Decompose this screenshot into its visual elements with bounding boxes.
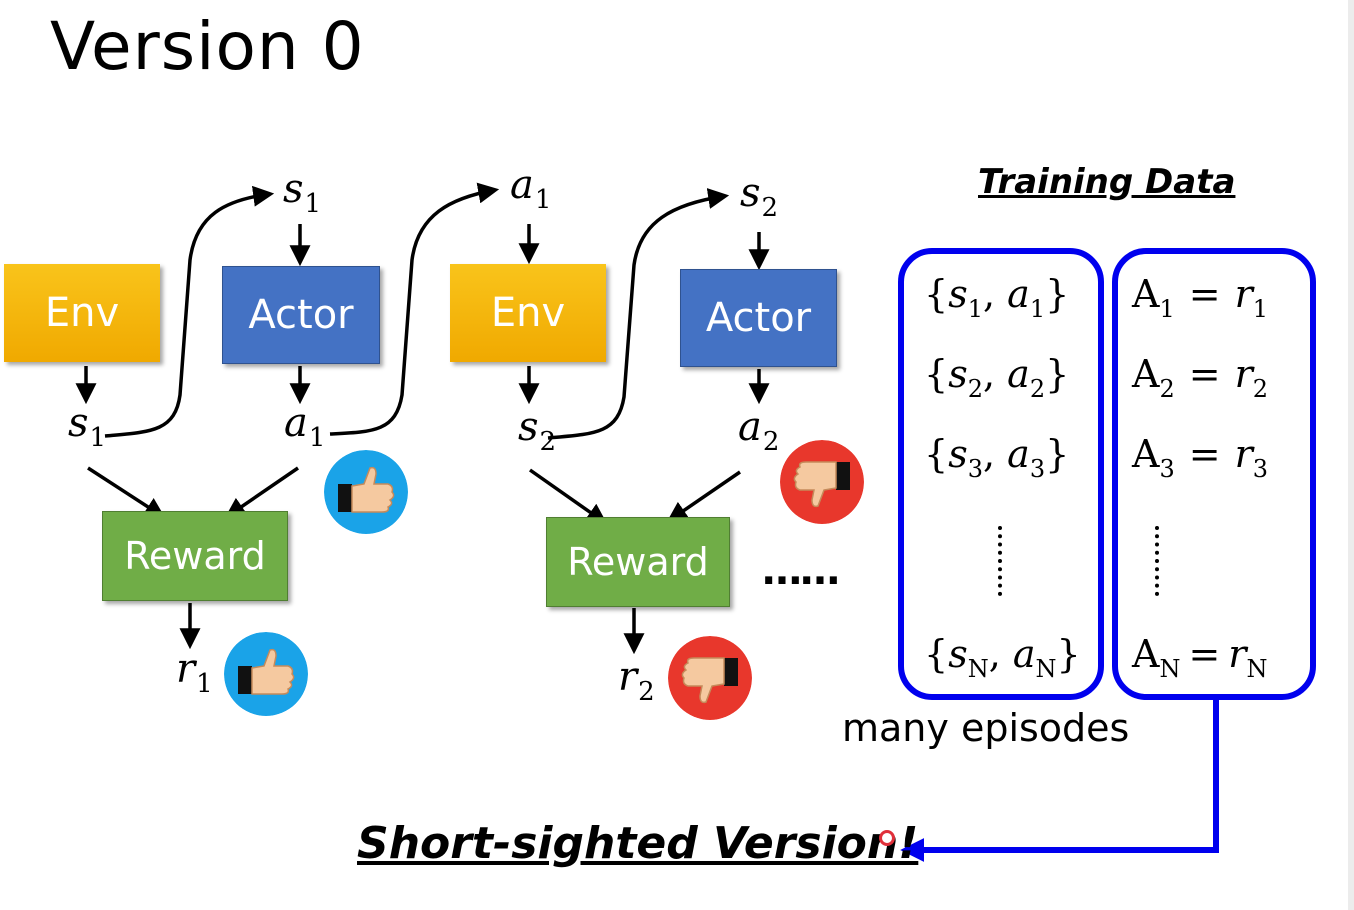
window-edge bbox=[1348, 0, 1354, 910]
thumbs-up-icon bbox=[224, 632, 308, 716]
laser-pointer-dot bbox=[879, 830, 895, 846]
symbol-a1-out: a1 bbox=[284, 400, 326, 453]
many-episodes-label: many episodes bbox=[842, 706, 1130, 750]
arrow-s1-to-reward1 bbox=[87, 466, 166, 519]
pair-row-3: {s3, a3} bbox=[924, 432, 1070, 483]
env-box-1: Env bbox=[4, 264, 160, 362]
symbol-a2-out: a2 bbox=[738, 404, 780, 457]
training-data-heading: Training Data bbox=[978, 162, 1236, 202]
connector-to-conclusion bbox=[900, 700, 1219, 862]
slide-title: Version 0 bbox=[50, 8, 365, 85]
pairs-vertical-dots bbox=[998, 526, 1002, 596]
symbol-s1-top: s1 bbox=[283, 166, 322, 219]
arrow-s2-to-reward2 bbox=[528, 468, 608, 525]
advantage-row-3: A3=r3 bbox=[1132, 432, 1269, 483]
symbol-s1-out: s1 bbox=[68, 400, 107, 453]
curve-s2-to-actor2 bbox=[547, 188, 730, 440]
arrow-a2-to-reward2 bbox=[666, 470, 741, 523]
env-box-2: Env bbox=[450, 264, 606, 362]
symbol-s2-out: s2 bbox=[518, 404, 557, 457]
symbol-r2: r2 bbox=[618, 654, 655, 707]
thumbs-down-icon bbox=[780, 440, 864, 524]
actor-box-1: Actor bbox=[222, 266, 380, 364]
pair-row-n: {sN, aN} bbox=[924, 632, 1081, 683]
ellipsis: …… bbox=[762, 548, 840, 594]
short-sighted-label: Short-sighted Version! bbox=[357, 818, 919, 869]
reward-box-2: Reward bbox=[546, 517, 730, 607]
symbol-a1-top: a1 bbox=[510, 162, 552, 215]
advantage-row-n: AN=rN bbox=[1132, 632, 1268, 683]
thumbs-up-icon bbox=[324, 450, 408, 534]
thumbs-down-icon bbox=[668, 636, 752, 720]
actor-box-2: Actor bbox=[680, 269, 837, 367]
reward-box-1: Reward bbox=[102, 511, 288, 601]
curve-a1-to-env2 bbox=[329, 182, 500, 436]
advantages-vertical-dots bbox=[1155, 526, 1159, 596]
pair-row-1: {s1, a1} bbox=[924, 272, 1070, 323]
curve-s1-to-actor1 bbox=[104, 185, 275, 438]
advantage-row-1: A1=r1 bbox=[1132, 272, 1269, 323]
advantage-row-2: A2=r2 bbox=[1132, 352, 1269, 403]
symbol-s2-top: s2 bbox=[740, 170, 779, 223]
arrow-a1-to-reward1 bbox=[224, 466, 299, 519]
state-action-frame bbox=[898, 248, 1104, 700]
symbol-r1: r1 bbox=[176, 646, 213, 699]
pair-row-2: {s2, a2} bbox=[924, 352, 1070, 403]
advantage-frame bbox=[1112, 248, 1316, 700]
